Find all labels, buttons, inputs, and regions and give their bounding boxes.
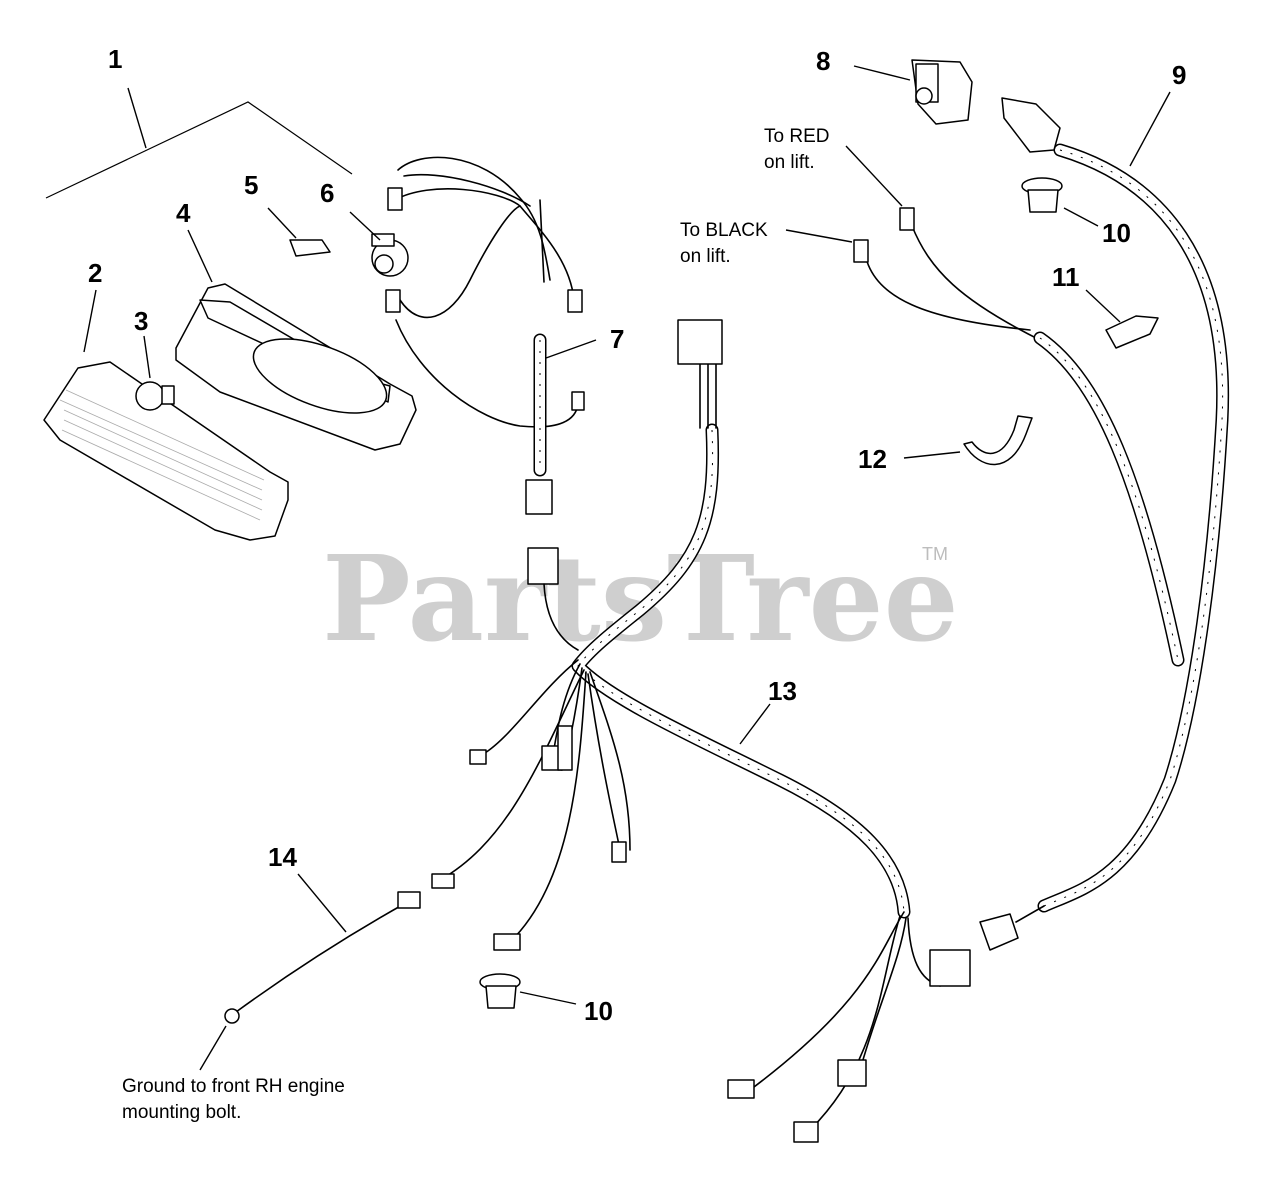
callout-1: 1 xyxy=(108,44,122,74)
headlight-sub-harness xyxy=(385,156,597,515)
solenoid xyxy=(853,59,973,125)
callout-14: 14 xyxy=(268,842,297,872)
grommet-bottom xyxy=(479,973,577,1009)
main-harness xyxy=(431,319,971,1143)
callout-10-top: 10 xyxy=(1102,218,1131,248)
annotation-notes: To RED on lift. To BLACK on lift. Ground… xyxy=(122,126,829,1123)
bulb-socket xyxy=(349,211,409,277)
trademark-mark: TM xyxy=(922,544,948,564)
note-to-red-line2: on lift. xyxy=(764,152,815,173)
note-ground-line1: Ground to front RH engine xyxy=(122,1076,345,1097)
note-ground-line2: mounting bolt. xyxy=(122,1102,241,1123)
callout-2: 2 xyxy=(88,258,102,288)
headlight-lens xyxy=(43,289,289,541)
callout-8: 8 xyxy=(816,46,830,76)
note-to-red-line1: To RED xyxy=(764,126,829,147)
callout-9: 9 xyxy=(1172,60,1186,90)
assembly-bracket-1 xyxy=(45,87,353,199)
ground-wire xyxy=(199,873,421,1071)
callout-11: 11 xyxy=(1052,262,1080,292)
headlight-housing xyxy=(175,229,417,451)
callout-4: 4 xyxy=(176,198,191,228)
clip-5 xyxy=(267,207,331,257)
bulb xyxy=(135,335,175,411)
lift-leads xyxy=(785,145,1185,667)
lift-harness xyxy=(979,91,1230,951)
callout-5: 5 xyxy=(244,170,258,200)
grommet-top xyxy=(1021,177,1099,227)
callout-7: 7 xyxy=(610,324,624,354)
callout-labels: 1 2 3 4 5 6 7 8 9 10 10 11 12 13 14 xyxy=(88,44,1186,1026)
callout-10-bottom: 10 xyxy=(584,996,613,1026)
callout-13: 13 xyxy=(768,676,797,706)
note-to-black-line2: on lift. xyxy=(680,246,731,267)
watermark: PartsTree TM xyxy=(322,529,959,668)
callout-12: 12 xyxy=(858,444,887,474)
clip-11 xyxy=(1085,289,1159,349)
watermark-text: PartsTree xyxy=(322,529,959,668)
callout-3: 3 xyxy=(134,306,148,336)
callout-6: 6 xyxy=(320,178,334,208)
strap-12 xyxy=(903,415,1033,466)
note-to-black-line1: To BLACK xyxy=(680,220,768,241)
